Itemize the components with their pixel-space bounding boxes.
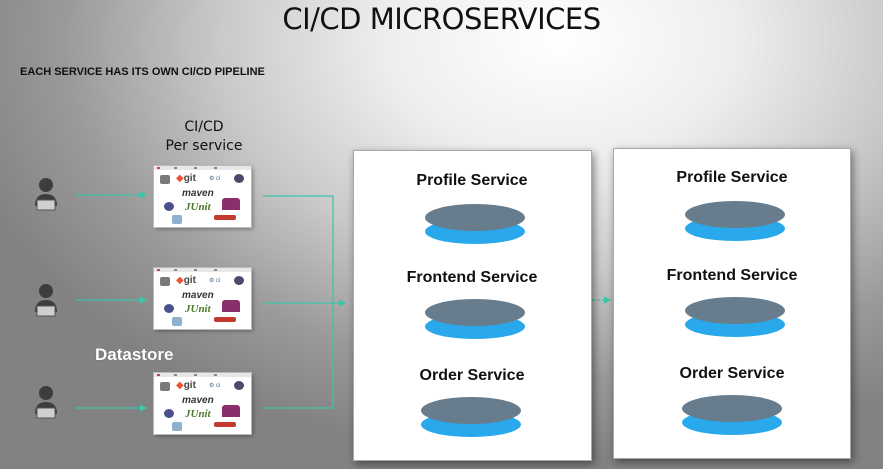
junit-logo-icon: JUnit [185,201,211,213]
jenkins-logo-icon: ⚙ ci [209,176,221,182]
cicd-pipeline-card: ◆git ⚙ ci maven JUnit [154,166,251,227]
tool-icon [160,382,170,391]
cicd-pipeline-card: ◆git ⚙ ci maven JUnit [154,373,251,434]
database-icon [685,201,785,241]
maven-logo-icon: maven [182,188,214,199]
git-logo-icon: ◆git [176,173,196,184]
service-label-profile: Profile Service [416,172,528,189]
database-icon [425,204,525,244]
datastore-label: Datastore [95,345,174,364]
cicd-label-line2: Per service [165,138,243,154]
user-at-laptop-icon [35,386,57,419]
maven-logo-icon: maven [182,395,214,406]
badge-icon [234,174,244,183]
cicd-pipeline-card: ◆git ⚙ ci maven JUnit [154,268,251,329]
mountain-icon [222,405,240,417]
badge-icon [234,381,244,390]
git-logo-text: git [183,380,196,391]
database-icon [682,395,782,435]
page-subtitle: EACH SERVICE HAS ITS OWN CI/CD PIPELINE [20,66,265,78]
service-label-order: Order Service [679,365,785,382]
cicd-label: CI/CD Per service [140,118,268,156]
service-label-order: Order Service [419,367,525,384]
git-logo-text: git [183,173,196,184]
git-logo-text: git [183,275,196,286]
cicd-label-line1: CI/CD [184,119,224,135]
eclipse-icon [164,409,174,418]
server-icon [172,422,182,431]
maven-logo-icon: maven [182,290,214,301]
mountain-icon [222,198,240,210]
server-icon [172,317,182,326]
page-title: CI/CD MICROSERVICES [282,2,601,36]
git-logo-icon: ◆git [176,380,196,391]
card-topbar [154,268,251,272]
services-panel: Profile Service Frontend Service Order S… [353,150,592,461]
mountain-icon [222,300,240,312]
eclipse-icon [164,202,174,211]
card-topbar [154,166,251,170]
services-panel: Profile Service Frontend Service Order S… [613,148,851,459]
git-logo-icon: ◆git [176,275,196,286]
user-at-laptop-icon [35,178,57,211]
database-icon [421,397,521,437]
card-topbar [154,373,251,377]
oracle-icon [214,317,236,322]
jenkins-logo-icon: ⚙ ci [209,278,221,284]
oracle-icon [214,422,236,427]
database-icon [425,299,525,339]
service-label-profile: Profile Service [676,169,788,186]
tool-icon [160,175,170,184]
tool-icon [160,277,170,286]
junit-logo-icon: JUnit [185,408,211,420]
junit-logo-icon: JUnit [185,303,211,315]
service-label-frontend: Frontend Service [666,267,798,284]
database-icon [685,297,785,337]
user-at-laptop-icon [35,284,57,317]
badge-icon [234,276,244,285]
jenkins-logo-icon: ⚙ ci [209,383,221,389]
server-icon [172,215,182,224]
oracle-icon [214,215,236,220]
eclipse-icon [164,304,174,313]
service-label-frontend: Frontend Service [406,269,538,286]
